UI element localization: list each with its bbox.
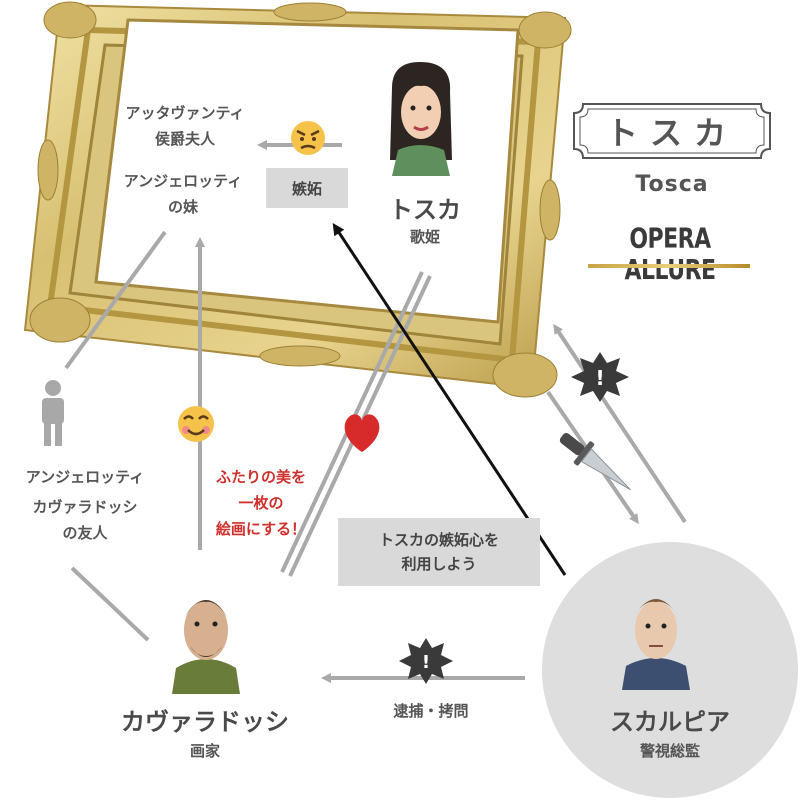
smiling-face-icon: [178, 406, 214, 442]
scarpia-portrait: [622, 599, 690, 690]
attavanti-relation: アンジェロッティ の妹: [108, 168, 258, 220]
dagger-icon: [559, 433, 631, 491]
scheme-arrow: [332, 222, 567, 576]
angelotti-name: アンジェロッティ: [25, 468, 145, 486]
subtitle: Tosca: [635, 172, 709, 197]
cavaradossi-name: カヴァラドッシ: [121, 708, 289, 736]
angelotti-relation-line1: カヴァラドッシ: [32, 498, 138, 516]
tosca-name: トスカ: [389, 196, 461, 224]
svg-text:!: !: [595, 366, 604, 390]
painting-note-line1: ふたりの美を: [215, 468, 306, 486]
sister-line: [64, 230, 167, 370]
brand-logo: OPERA ALLURE: [624, 223, 716, 287]
burst-icon: !: [571, 352, 629, 402]
cavaradossi-role: 画家: [189, 742, 220, 760]
svg-text:!: !: [422, 652, 430, 673]
arrest-label: 逮捕・拷問: [393, 702, 469, 720]
title-frame: [573, 103, 771, 159]
cavaradossi-portrait: [172, 600, 240, 694]
painting-note-line2: 一枚の: [238, 494, 284, 512]
scarpia-role: 警視総監: [639, 742, 700, 760]
heart-icon: [344, 414, 380, 452]
painting-note: ふたりの美を 一枚の 絵画にする！: [196, 464, 326, 542]
scheme-line2: 利用しよう: [401, 555, 477, 573]
jealousy-box: 嫉妬: [266, 168, 348, 208]
scarpia-name: スカルピア: [610, 708, 730, 736]
burst-icon-arrest: !: [399, 638, 453, 684]
brand-underline: [588, 264, 750, 268]
tosca-portrait: [390, 62, 452, 176]
attavanti-label: アッタヴァンティ 侯爵夫人: [110, 100, 260, 152]
person-silhouette-icon: [42, 380, 64, 446]
friend-line: [70, 566, 150, 642]
tosca-role: 歌姫: [409, 228, 440, 246]
attavanti-name: アッタヴァンティ: [125, 104, 245, 122]
painting-note-line3: 絵画にする！: [215, 520, 307, 538]
attavanti-relation-line1: アンジェロッティ: [123, 172, 243, 190]
angelotti-relation: カヴァラドッシ の友人: [5, 494, 165, 546]
title: トスカ: [605, 114, 738, 152]
angry-face-icon: [291, 121, 325, 155]
angelotti-label: アンジェロッティ: [5, 460, 165, 494]
angelotti-relation-line2: の友人: [62, 524, 108, 542]
attavanti-title: 侯爵夫人: [154, 130, 215, 148]
scheme-line1: トスカの嫉妬心を: [378, 531, 499, 549]
attavanti-relation-line2: の妹: [167, 198, 198, 216]
scheme-box: トスカの嫉妬心を 利用しよう: [338, 518, 540, 586]
scarpia-to-tosca-arrow: [553, 323, 687, 524]
